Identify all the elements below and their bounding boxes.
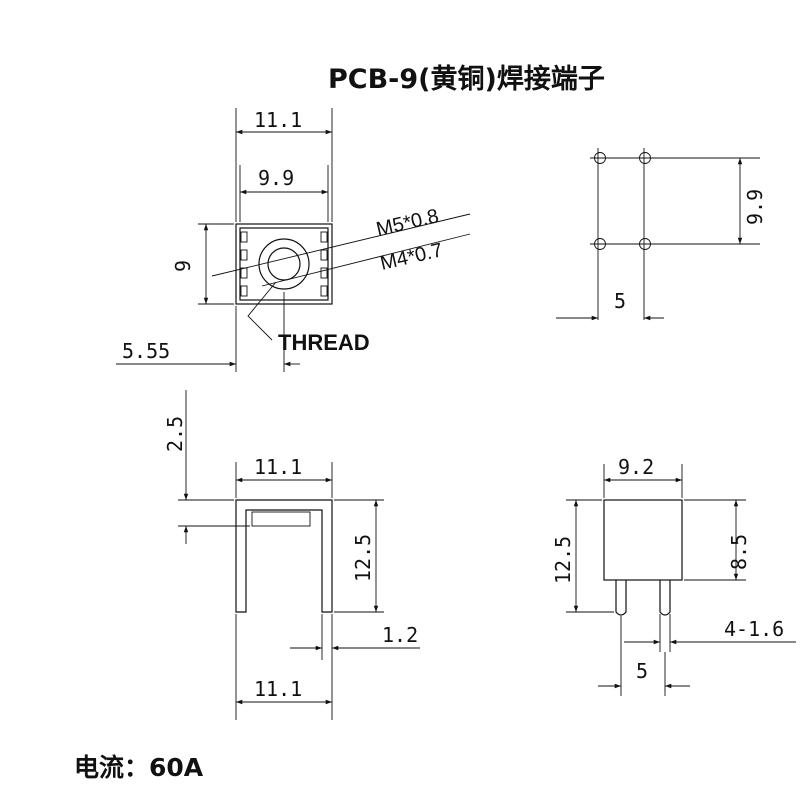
dim-cap-height: 2.5	[163, 416, 187, 452]
terminal-cap	[251, 511, 311, 527]
pad-hole	[594, 152, 606, 164]
tab-mark	[240, 231, 248, 243]
dim-side-total-height: 12.5	[551, 536, 575, 584]
pad-hole	[594, 238, 606, 250]
dim-leg-height: 12.5	[351, 534, 375, 582]
pin-right	[659, 580, 671, 616]
current-rating: 电流：60A	[74, 753, 204, 782]
dim-column-spacing: 5	[614, 289, 626, 313]
tab-mark	[320, 267, 328, 279]
tab-mark	[240, 249, 248, 261]
side-view: 9.2 12.5 8.5 4-1.6 5	[551, 455, 796, 696]
dim-front-width-bottom: 11.1	[254, 677, 302, 701]
dim-offset: 5.55	[122, 339, 170, 363]
thread-spec-primary: M5*0.8	[374, 205, 441, 241]
thread-spec-secondary: M4*0.7	[378, 239, 445, 275]
thread-label: THREAD	[278, 330, 370, 355]
dim-side-top-width: 9.2	[618, 455, 654, 479]
front-view: 2.5 11.1 12.5 1.2 11.1	[163, 390, 420, 720]
side-body	[603, 499, 683, 581]
thread-leader	[247, 281, 277, 341]
dim-top-width-inner: 9.9	[258, 166, 294, 190]
pad-hole	[639, 152, 651, 164]
tab-mark	[320, 249, 328, 261]
dim-side-body-height: 8.5	[727, 534, 751, 570]
thread-hole-inner	[267, 247, 301, 281]
hole-pattern-view: 9.9 5	[556, 148, 767, 321]
thread-hole-outer	[258, 238, 310, 290]
page-title: PCB-9(黄铜)焊接端子	[328, 64, 605, 95]
pin-left	[615, 580, 627, 616]
tab-mark	[320, 231, 328, 243]
dim-top-width-outer: 11.1	[254, 108, 302, 132]
pad-hole	[639, 238, 651, 250]
tab-mark	[240, 285, 248, 297]
tab-mark	[240, 267, 248, 279]
dim-pin-spacing: 5	[636, 659, 648, 683]
dim-front-width-top: 11.1	[254, 455, 302, 479]
dim-leg-thickness: 1.2	[382, 623, 418, 647]
dim-pin-spec: 4-1.6	[724, 617, 784, 641]
top-view: 11.1 9.9 9 5.55 M5*0.8 M4*0.7 THREAD	[116, 108, 471, 372]
tab-mark	[320, 285, 328, 297]
dim-row-spacing: 9.9	[743, 189, 767, 225]
dim-top-height: 9	[171, 260, 195, 272]
terminal-profile	[235, 499, 333, 613]
